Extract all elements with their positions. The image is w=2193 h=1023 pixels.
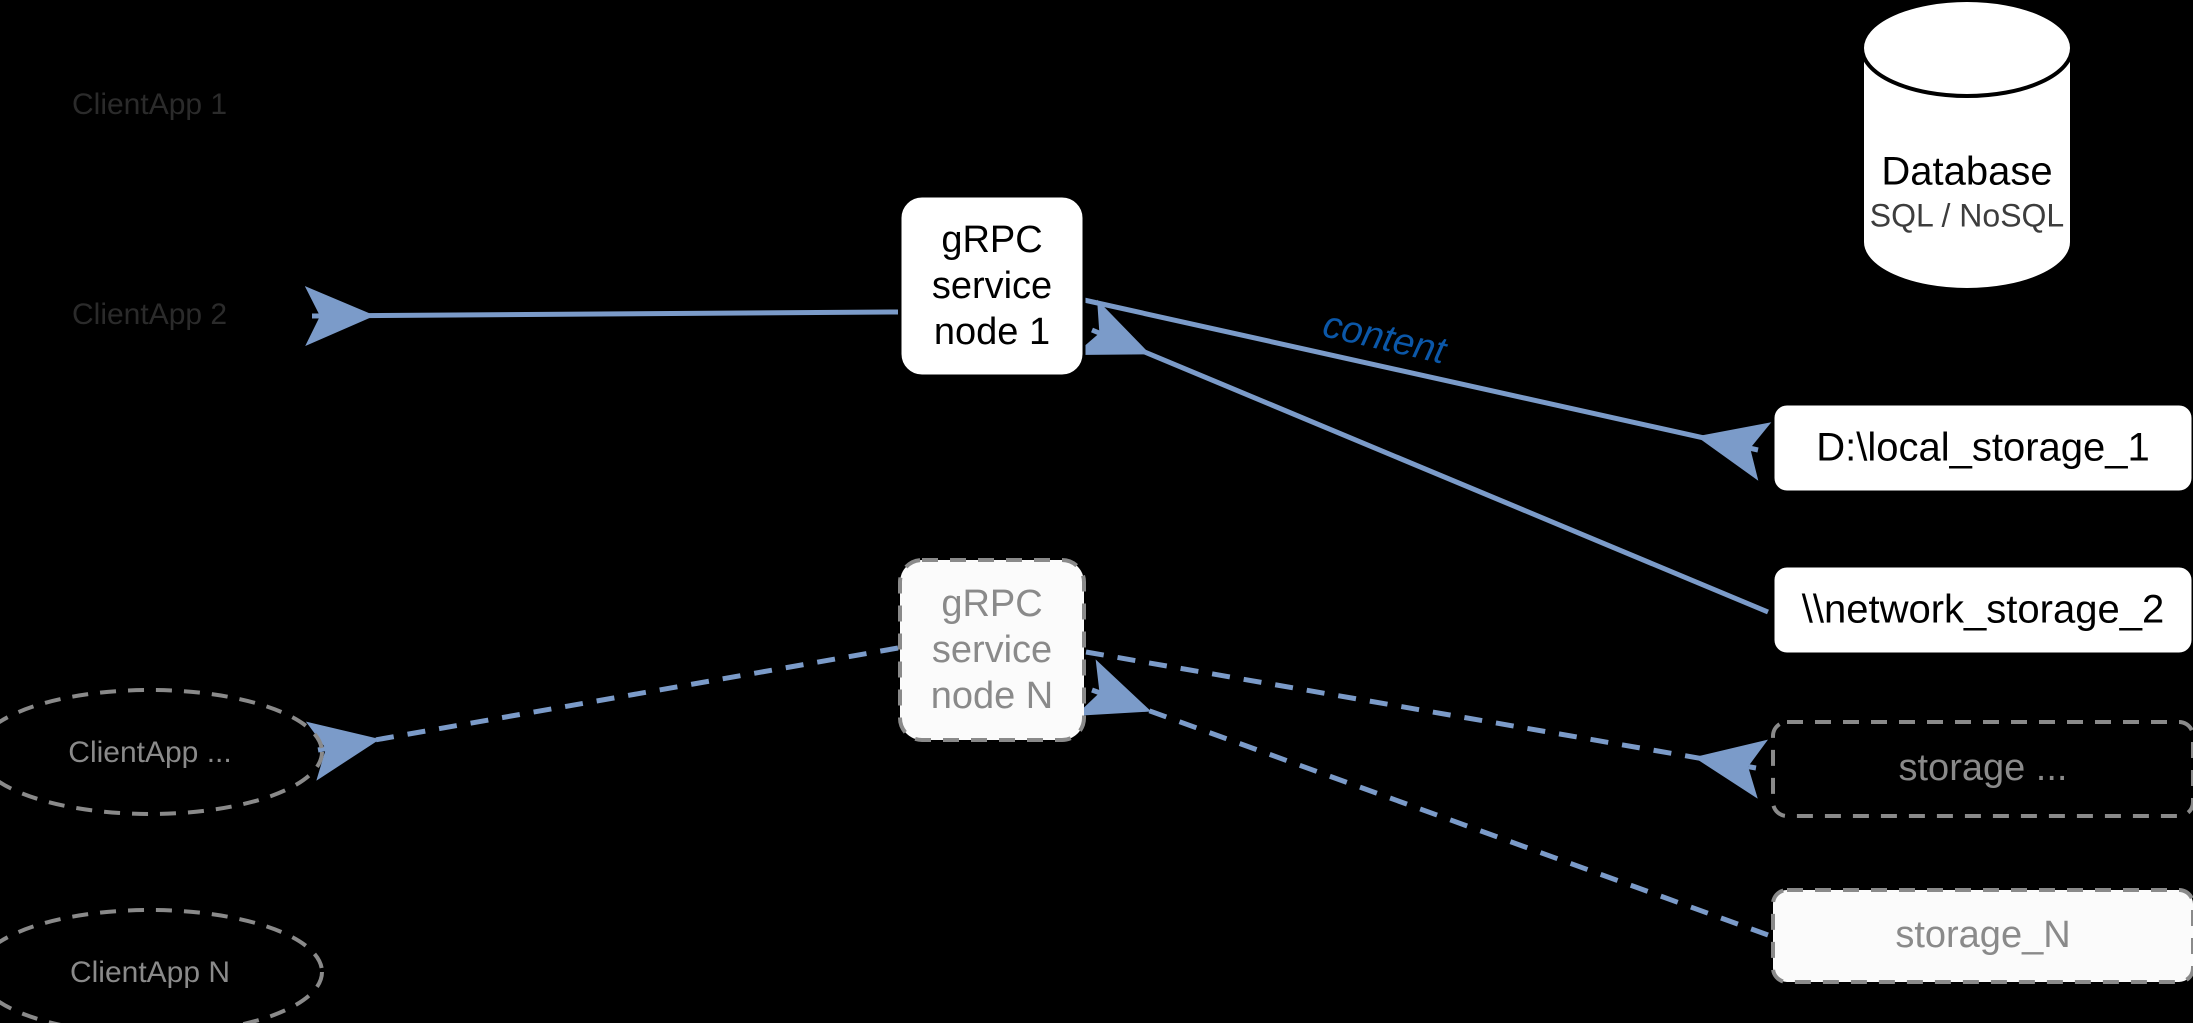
clientapp-1-label: ClientApp 1 bbox=[72, 88, 227, 121]
clientapp-n-node[interactable]: ClientApp N bbox=[0, 908, 324, 1023]
storage-n-label: storage_N bbox=[1895, 914, 2070, 956]
storage-local-1-label: D:\local_storage_1 bbox=[1816, 426, 2150, 470]
grpc-service-node-1[interactable]: gRPC service node 1 bbox=[898, 194, 1086, 378]
database-subtitle: SQL / NoSQL bbox=[1870, 197, 2064, 233]
clientapp-ellipsis-label: ClientApp ... bbox=[68, 736, 231, 769]
grpc-node-1-box bbox=[898, 194, 1086, 378]
storage-n-node[interactable]: storage_N bbox=[1771, 888, 2193, 984]
grpc-node-1-line3: node 1 bbox=[934, 311, 1050, 353]
grpc-node-1-line2: service bbox=[932, 265, 1052, 307]
storage-local-1-node[interactable]: D:\local_storage_1 bbox=[1771, 402, 2193, 494]
storage-local-1-box bbox=[1771, 402, 2193, 494]
storage-ellipsis-box bbox=[1771, 720, 2193, 818]
storage-n-box bbox=[1771, 888, 2193, 984]
clientapp-n-label: ClientApp N bbox=[70, 956, 230, 989]
storage-network-2-label: \\network_storage_2 bbox=[1802, 588, 2164, 632]
database-title: Database bbox=[1881, 150, 2052, 194]
grpc-node-n-line3: node N bbox=[931, 675, 1054, 717]
grpc-node-n-line1: gRPC bbox=[941, 583, 1042, 625]
storage-ellipsis-node[interactable]: storage ... bbox=[1771, 720, 2193, 818]
clientapp-n-shape bbox=[0, 908, 324, 1023]
edge-nodeN-to-clientapp-ellipsis bbox=[305, 645, 899, 781]
clientapp-ellipsis-node[interactable]: ClientApp ... bbox=[0, 688, 324, 816]
edge-network-storage-2-to-node1 bbox=[1073, 299, 1769, 615]
grpc-node-n-box bbox=[898, 558, 1086, 742]
database-cylinder-node[interactable]: Database SQL / NoSQL bbox=[1860, 0, 2074, 292]
storage-ellipsis-label: storage ... bbox=[1899, 747, 2068, 789]
edge-nodeN-to-storage-ellipsis bbox=[1085, 649, 1769, 799]
clientapp-2-label: ClientApp 2 bbox=[72, 298, 227, 331]
clientapp-ellipsis-shape bbox=[0, 688, 324, 816]
edge-node1-to-clientapp2 bbox=[304, 286, 899, 347]
grpc-service-node-n[interactable]: gRPC service node N bbox=[898, 558, 1086, 742]
grpc-node-n-line2: service bbox=[932, 629, 1052, 671]
database-cylinder-top bbox=[1860, 0, 2074, 98]
database-cylinder-body bbox=[1860, 46, 2074, 292]
content-edge-label: content bbox=[1319, 304, 1451, 373]
storage-network-2-node[interactable]: \\network_storage_2 bbox=[1771, 564, 2193, 656]
edge-storage-n-to-nodeN bbox=[1075, 659, 1769, 938]
content-edge-label-group: content bbox=[1319, 304, 1451, 373]
edge-node1-to-local-storage-1 bbox=[1083, 297, 1772, 481]
storage-network-2-box bbox=[1771, 564, 2193, 656]
grpc-node-1-line1: gRPC bbox=[941, 219, 1042, 261]
